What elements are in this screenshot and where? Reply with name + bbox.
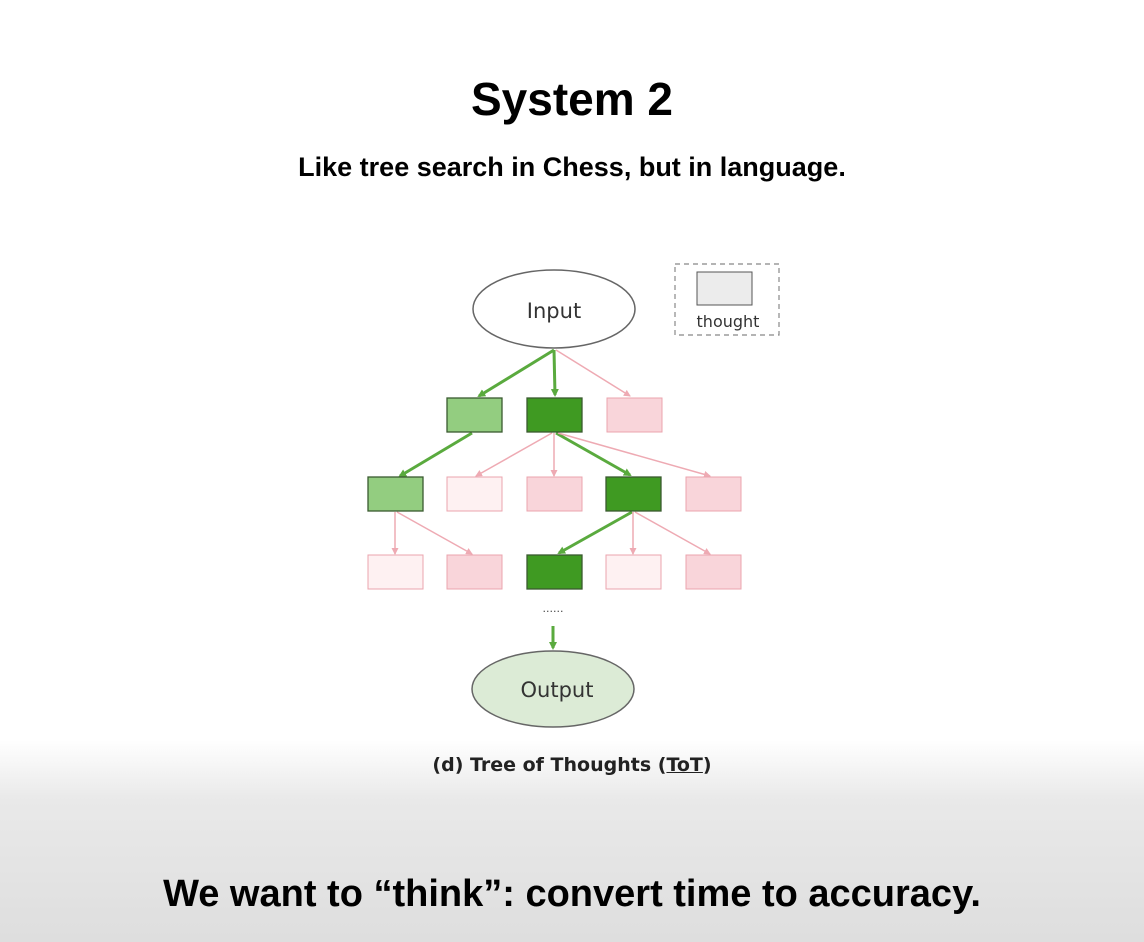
edge-green [555,431,632,477]
caption-suffix: ) [702,754,712,776]
thought-node-l3-3 [526,554,583,590]
thought-node-l2-5 [685,476,742,512]
thought-node-l2-2 [446,476,503,512]
caption-abbr: ToT [666,754,703,776]
thought-node-l1-3 [606,397,663,433]
legend-label: thought [697,312,760,331]
ellipsis-text: ...... [543,602,564,615]
edge-pink [557,432,711,478]
thought-node-l2-4 [605,476,662,512]
edge-pink [396,511,473,555]
edge-pink [475,432,553,477]
edge-group [391,348,711,650]
edge-green [550,349,559,397]
edge-green [557,510,633,555]
output-node [471,650,635,728]
thought-node-l2-3 [526,476,583,512]
bottom-caption: We want to “think”: convert time to accu… [163,873,981,915]
edge-green [477,348,555,398]
edge-green [398,431,473,478]
input-label: Input [527,299,581,323]
tree-of-thoughts-diagram: Input ...... Output thought [367,263,780,728]
input-node [472,269,636,349]
slide-title: System 2 [470,73,673,125]
legend-thought-swatch [696,271,753,306]
thought-node-l3-4 [605,554,662,590]
thought-node-l3-2 [446,554,503,590]
diagram-caption: (d) Tree of Thoughts (ToT) [0,754,1144,776]
edge-pink [634,511,711,555]
thought-node-l2-1 [367,476,424,512]
edge-pink [555,349,631,397]
thought-node-l3-1 [367,554,424,590]
thought-node-l3-5 [685,554,742,590]
thought-node-l1-2 [526,397,583,433]
output-label: Output [521,678,594,702]
slide-subtitle: Like tree search in Chess, but in langua… [298,152,846,182]
thought-node-l1-1 [446,397,503,433]
thought-node-group [367,397,742,590]
caption-prefix: (d) Tree of Thoughts ( [432,754,667,776]
legend: thought [674,263,780,336]
legend-border [674,263,780,336]
